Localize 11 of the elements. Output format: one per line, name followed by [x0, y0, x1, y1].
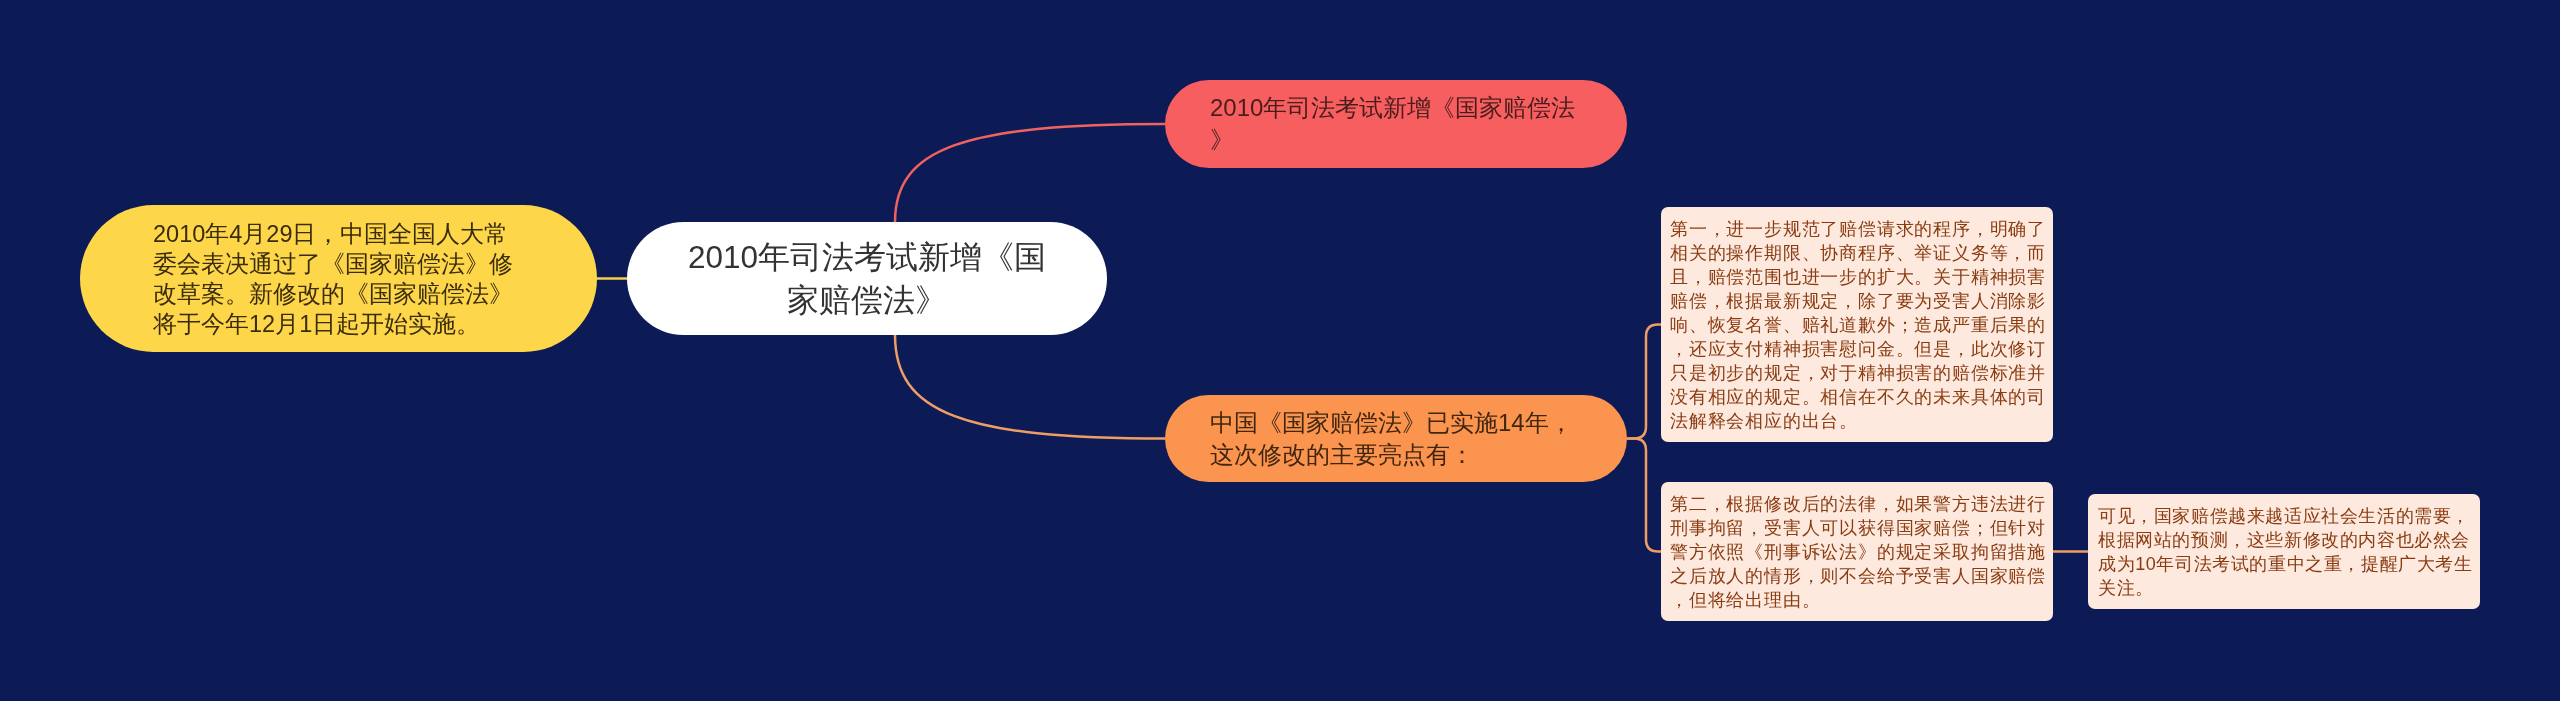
note-card: 第二，根据修改后的法律，如果警方违法进行刑事拘留，受害人可以获得国家赔偿；但针对警方依照《刑事诉讼法》的规定采取拘留措施之后放人的情形，则不会给予受害人国家赔偿，但将给出理由。	[1661, 482, 2053, 621]
note-card: 第一，进一步规范了赔偿请求的程序，明确了相关的操作期限、协商程序、举证义务等，而且，赔偿范围也进一步的扩大。关于精神损害赔偿，根据最新规定，除了要为受害人消除影响、恢复名誉、赔礼道歉外；造成严重后果的，还应支付精神损害慰问金。但是，此次修订只是初步的规定，对于精神损害的赔偿标准并没有相应的规定。相信在不久的未来具体的司法解释会相应的出台。	[1661, 207, 2053, 442]
connector-line	[2053, 550, 2088, 553]
note-card: 可见，国家赔偿越来越适应社会生活的需要，根据网站的预测，这些新修改的内容也必然会成为10年司法考试的重中之重，提醒广大考生关注。	[2088, 494, 2480, 609]
connector-line	[893, 122, 1165, 223]
central-topic-pill: 2010年司法考试新增《国家赔偿法》	[627, 222, 1107, 335]
topic-pill: 中国《国家赔偿法》已实施14年，这次修改的主要亮点有：	[1165, 395, 1627, 482]
connector-line	[597, 277, 627, 280]
topic-pill: 2010年司法考试新增《国家赔偿法》	[1165, 80, 1627, 168]
topic-pill: 2010年4月29日，中国全国人大常委会表决通过了《国家赔偿法》修改草案。新修改的《国家赔偿法》将于今年12月1日起开始实施。	[80, 205, 597, 352]
connector-line	[893, 334, 1165, 440]
